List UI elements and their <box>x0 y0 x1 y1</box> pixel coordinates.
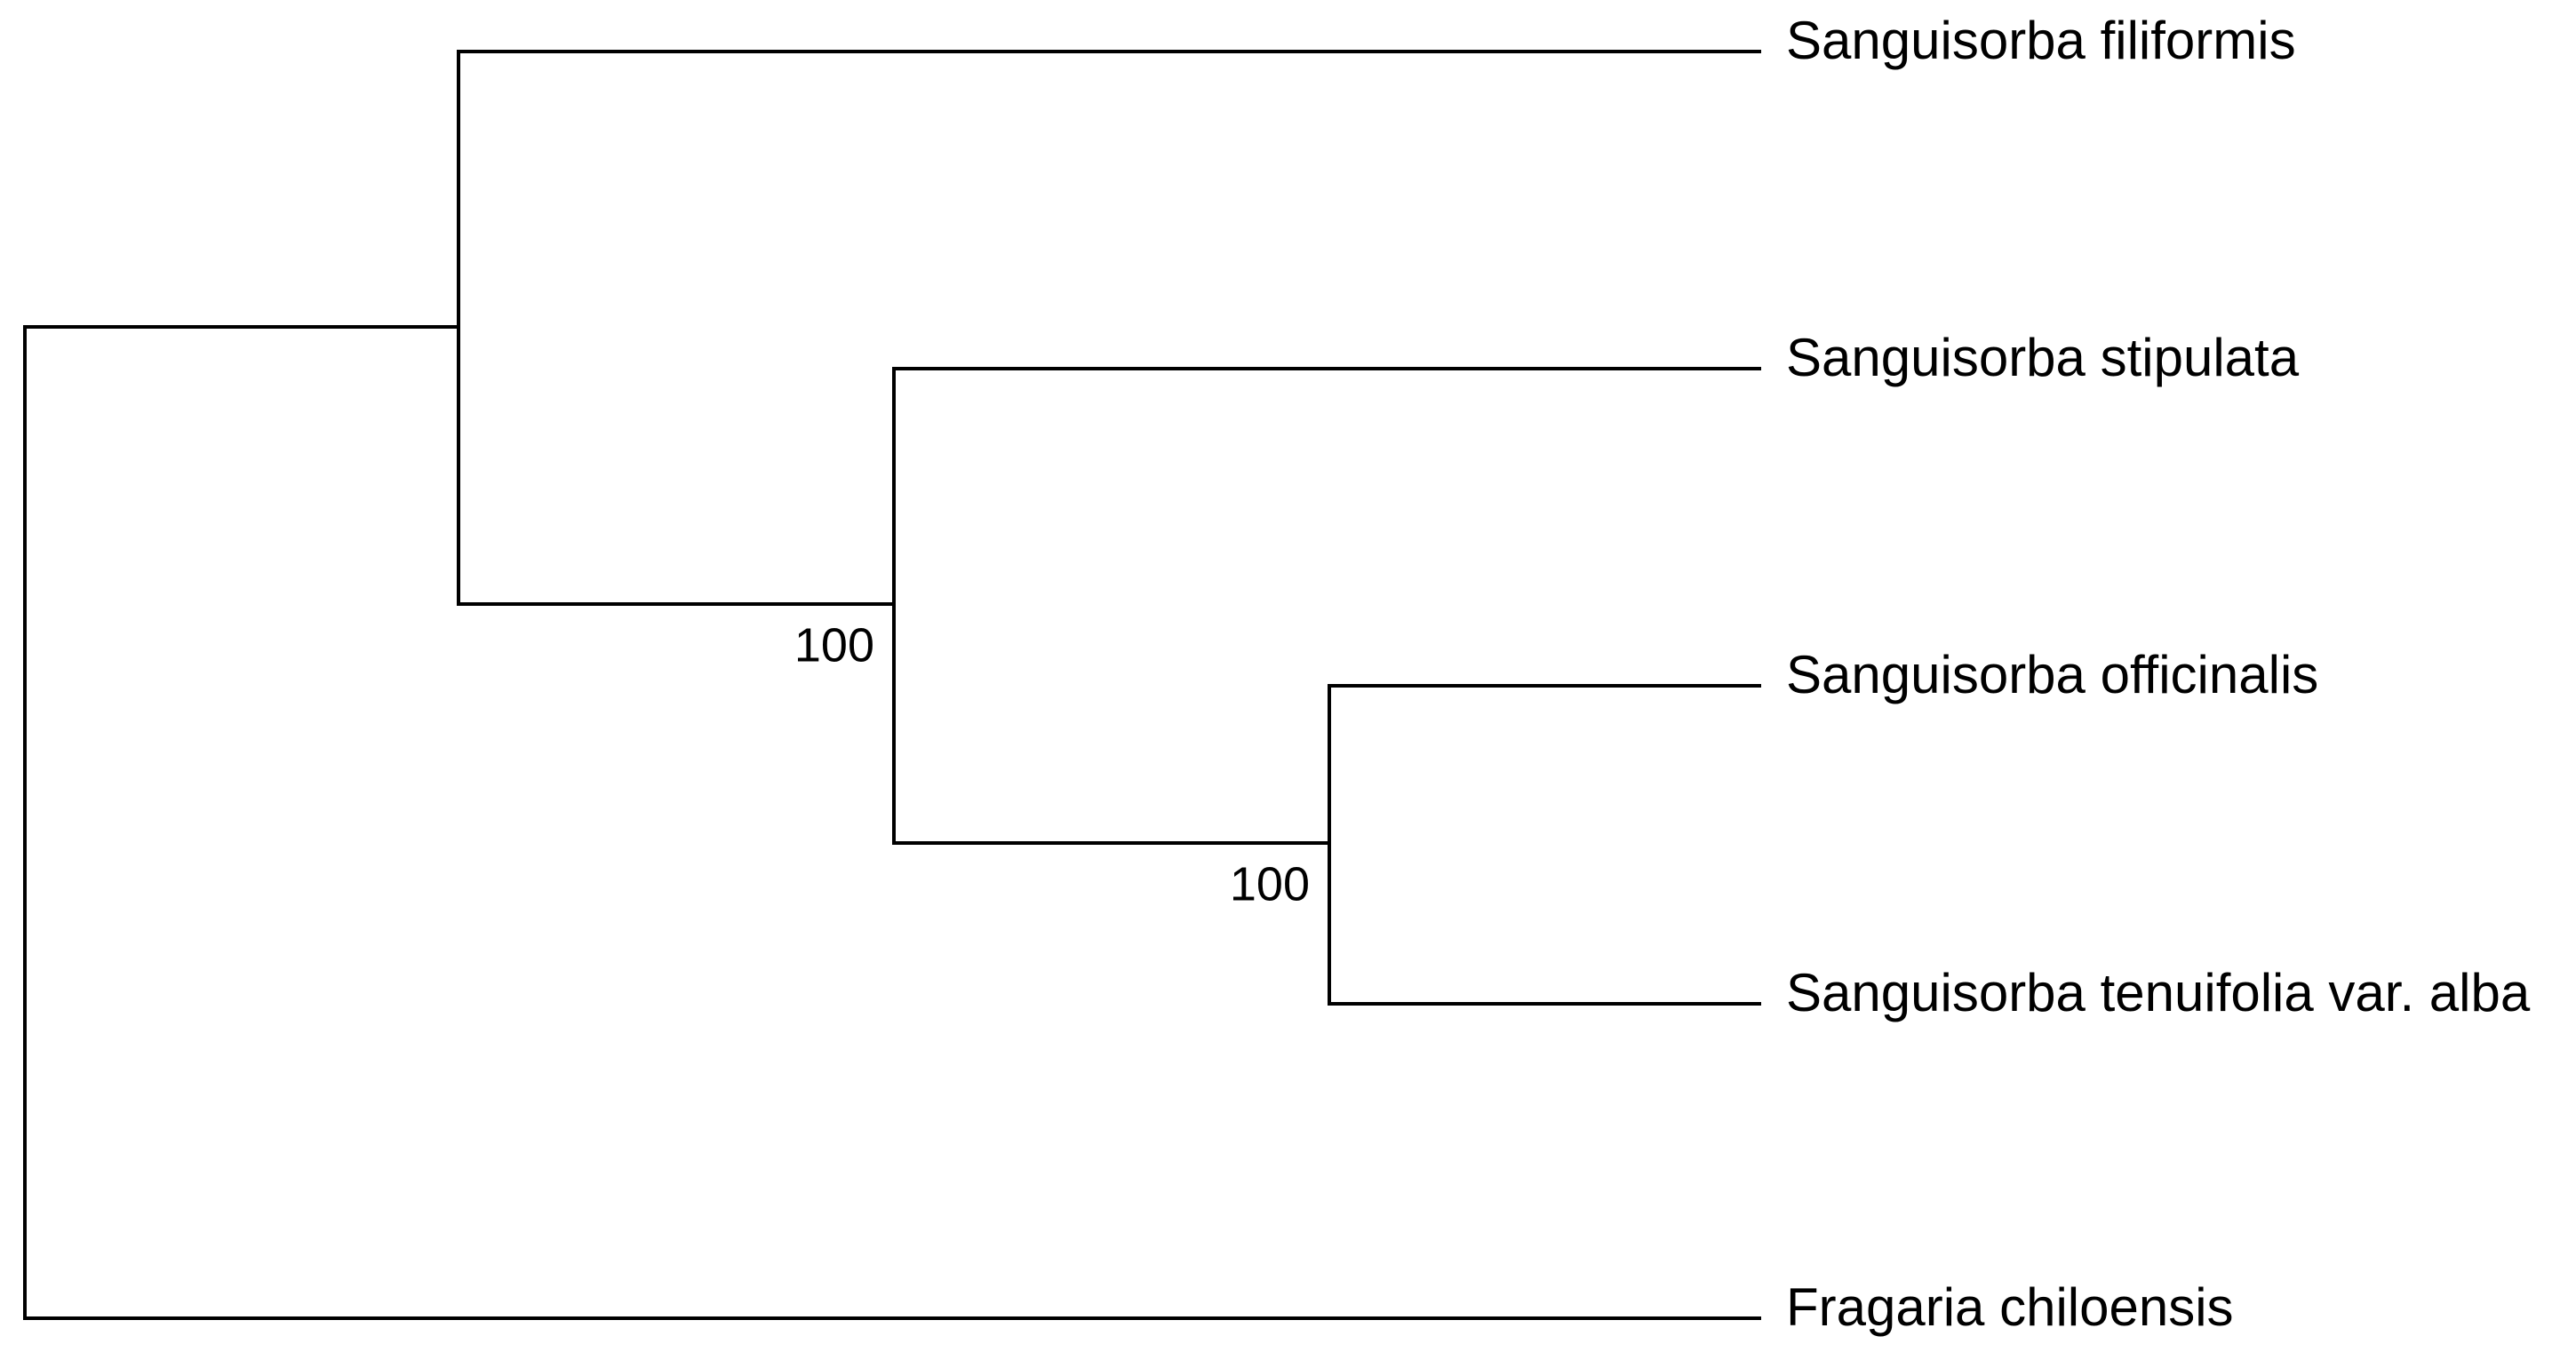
clade-a-support-value: 100 <box>794 618 874 672</box>
clade-b-support-value: 100 <box>1230 857 1310 911</box>
taxon-label-fragaria-chiloensis: Fragaria chiloensis <box>1786 1277 2234 1337</box>
taxon-label-sanguisorba-filiformis: Sanguisorba filiformis <box>1786 11 2296 70</box>
taxon-label-sanguisorba-tenuifolia-var-alba: Sanguisorba tenuifolia var. alba <box>1786 963 2531 1022</box>
taxon-label-sanguisorba-stipulata: Sanguisorba stipulata <box>1786 328 2300 387</box>
taxon-label-sanguisorba-officinalis: Sanguisorba officinalis <box>1786 645 2318 704</box>
